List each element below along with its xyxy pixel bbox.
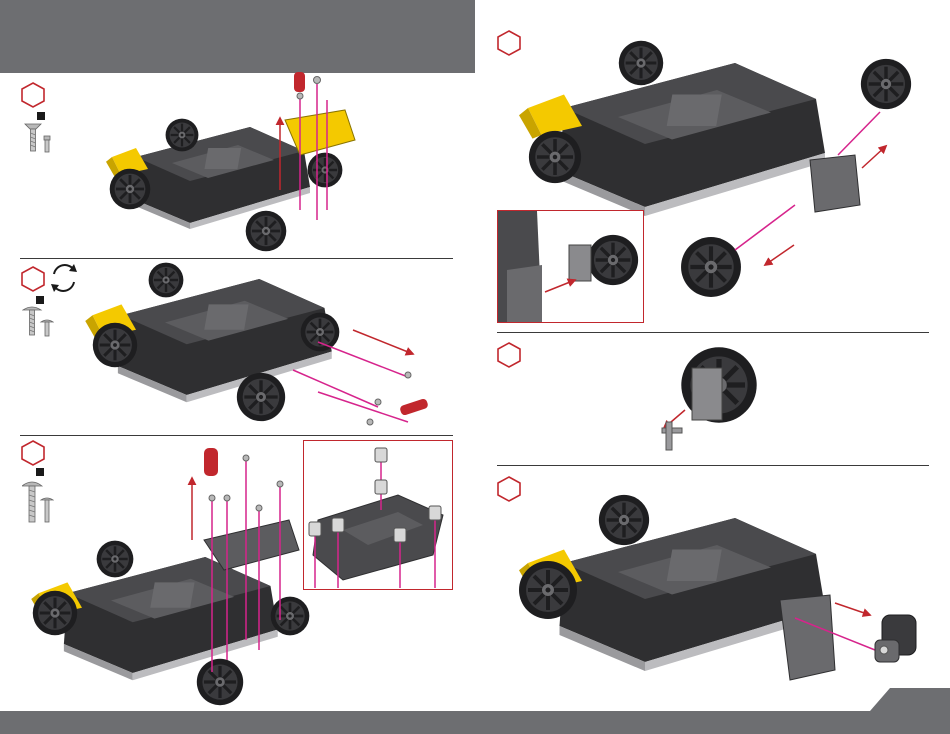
wheel	[599, 495, 649, 545]
assembly-illustration-step-bottom-left	[24, 440, 314, 708]
parts-callout	[22, 112, 54, 160]
assembly-illustration-step-bottom-right	[510, 490, 930, 705]
header-band	[0, 0, 475, 73]
rotate-icon	[48, 260, 80, 296]
step-hex-marker	[21, 82, 45, 108]
gray-plate	[204, 520, 299, 570]
gray-hub-assembly	[780, 595, 835, 680]
screwdriver-icon	[294, 72, 305, 92]
step-hex-marker	[497, 342, 521, 368]
square-icon	[37, 112, 45, 120]
divider-left-2	[20, 435, 453, 436]
divider-right-2	[497, 465, 929, 466]
axle-hub	[692, 368, 722, 420]
wheel	[97, 541, 134, 578]
wheel	[149, 263, 184, 298]
footer-band	[0, 711, 950, 734]
axle-hub	[569, 245, 591, 281]
assembly-illustration-step-mid-right	[650, 340, 760, 455]
detail-inset-top-right	[497, 210, 644, 323]
assembly-illustration-step-mid-left	[78, 262, 438, 432]
square-icon	[36, 296, 44, 304]
countersunk-screw-icon	[25, 124, 41, 151]
wheel	[588, 235, 638, 285]
wheel	[619, 41, 663, 85]
divider-right-1	[497, 332, 929, 333]
step-hex-marker	[21, 266, 45, 292]
parts-callout	[22, 296, 54, 344]
wheel	[861, 59, 911, 109]
wheel	[197, 659, 243, 705]
screw	[314, 77, 321, 84]
wheel	[166, 119, 199, 152]
pan-head-screw-icon	[23, 307, 41, 335]
wheel	[308, 153, 343, 188]
gray-hub-assembly	[810, 155, 860, 212]
wheel	[246, 211, 287, 252]
short-screw-icon	[44, 136, 50, 152]
wheel	[271, 597, 310, 636]
detail-inset-bottom-left	[303, 440, 453, 590]
screw	[297, 93, 303, 99]
screwdriver-icon	[204, 448, 218, 476]
wheel	[110, 169, 151, 210]
short-screw-icon	[41, 320, 53, 336]
wheel	[237, 373, 285, 421]
wheel	[301, 313, 340, 352]
wheel	[519, 561, 577, 619]
wheel	[93, 323, 137, 367]
divider-left-1	[20, 258, 453, 259]
wheel	[33, 591, 77, 635]
wheel	[681, 237, 741, 297]
assembly-illustration-step-top-left	[95, 70, 355, 255]
wheel-hub-part	[875, 615, 916, 662]
screwdriver-icon	[399, 398, 429, 416]
wheel	[529, 131, 581, 183]
